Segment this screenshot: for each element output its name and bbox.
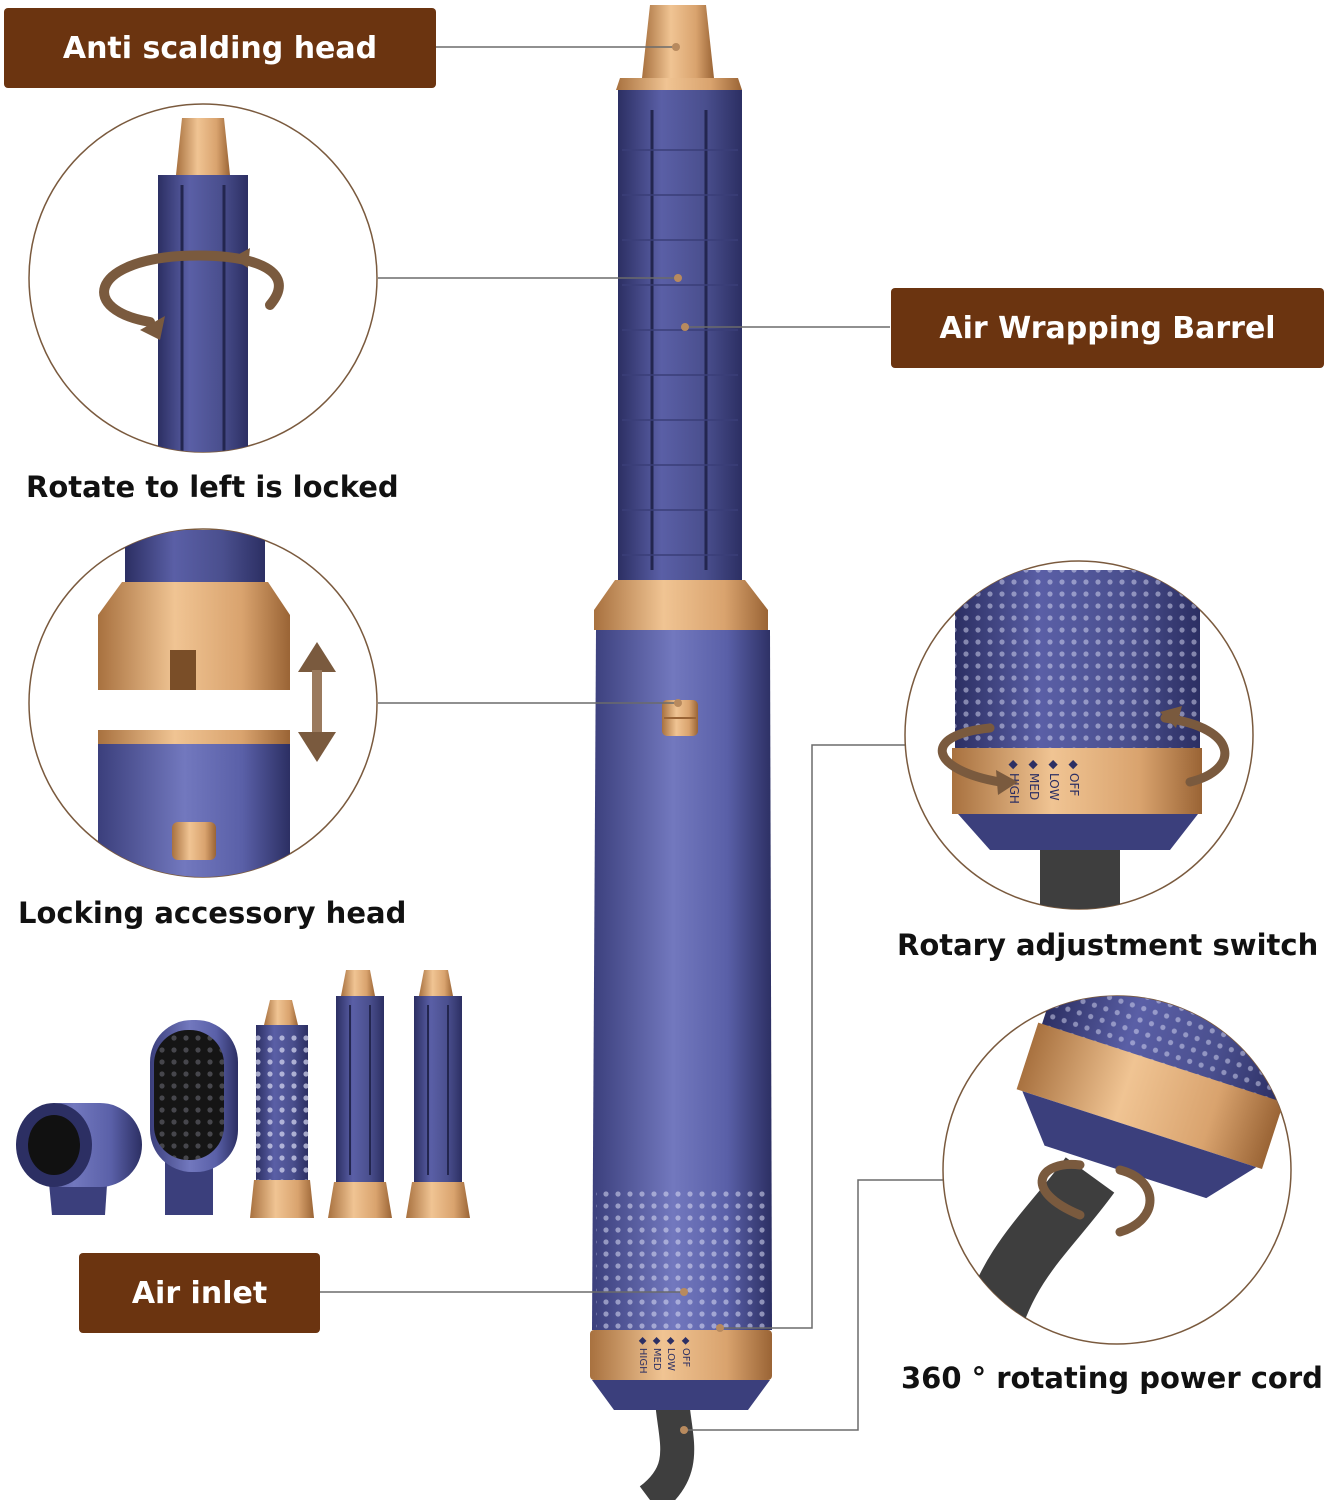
switch-mark: ◆ MED [1027, 760, 1041, 800]
up-down-arrow-icon [298, 642, 336, 762]
switch-mark: ◆ LOW [1047, 760, 1061, 801]
anti-scalding-tip [642, 5, 714, 78]
caption-rotary-switch: Rotary adjustment switch [897, 928, 1319, 962]
rotate-arrow-icon [1037, 1159, 1155, 1237]
detail-circle-rotate [28, 103, 378, 453]
switch-mark: ◆ HIGH [637, 1337, 648, 1374]
label-text: Anti scalding head [62, 30, 378, 66]
detail-circle-switch: ◆ OFF ◆ LOW ◆ MED ◆ HIGH [904, 560, 1254, 910]
accessory-barrel-2 [406, 970, 470, 1218]
main-styler: ◆ OFF ◆ LOW ◆ MED ◆ HIGH [590, 5, 772, 1500]
rotate-arrow-icon [99, 248, 284, 340]
rotate-arrow-icon [938, 713, 1230, 787]
label-anti-scalding-head: Anti scalding head [4, 8, 436, 88]
label-text: Air inlet [131, 1275, 268, 1311]
switch-markings: ◆ OFF ◆ LOW ◆ MED ◆ HIGH [637, 1337, 691, 1374]
label-air-inlet: Air inlet [79, 1253, 320, 1333]
caption-locking-head: Locking accessory head [18, 896, 407, 930]
power-cord [639, 1398, 695, 1500]
label-text: Air Wrapping Barrel [939, 310, 1276, 346]
caption-rotate-locked: Rotate to left is locked [26, 470, 399, 504]
switch-mark: ◆ LOW [665, 1337, 676, 1371]
collar-ring [594, 580, 768, 630]
accessory-barrel-1 [328, 970, 392, 1218]
switch-mark: ◆ OFF [1067, 760, 1081, 796]
accessory-set [16, 970, 470, 1218]
switch-mark: ◆ MED [651, 1337, 662, 1371]
rotary-switch-ring [590, 1330, 772, 1380]
accessory-round-brush [250, 1000, 314, 1218]
detail-circle-locking [28, 528, 378, 878]
air-inlet-grille [596, 1190, 770, 1330]
accessory-dryer-nozzle [16, 1103, 142, 1215]
detail-circle-cord [942, 995, 1292, 1345]
accessory-paddle-brush [150, 1020, 238, 1215]
caption-rotating-cord: 360 ° rotating power cord [901, 1361, 1323, 1395]
air-wrapping-barrel [618, 90, 742, 580]
handle-body [592, 630, 772, 1330]
label-air-wrapping-barrel: Air Wrapping Barrel [891, 288, 1324, 368]
leader-lines [320, 46, 943, 1431]
switch-mark: ◆ OFF [680, 1337, 691, 1367]
